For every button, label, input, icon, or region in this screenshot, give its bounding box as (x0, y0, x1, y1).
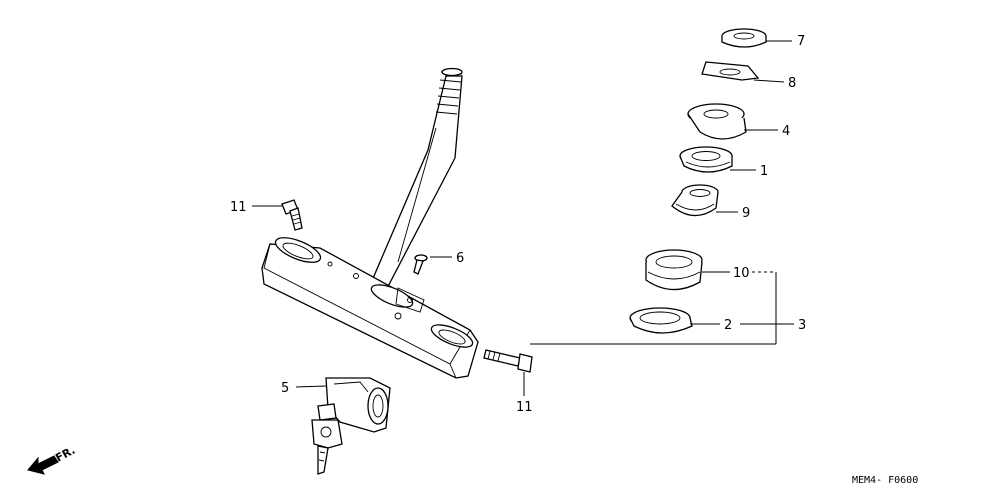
direction-arrow-icon (27, 455, 59, 475)
label-part-8: 8 (788, 76, 796, 91)
ignition-key (311, 419, 343, 475)
label-part-9: 9 (742, 206, 750, 221)
part-8-lock-washer (701, 61, 760, 81)
front-direction-indicator: FR. (27, 444, 77, 475)
label-part-7: 7 (797, 34, 805, 49)
direction-label: FR. (53, 444, 77, 465)
part-1-bearing (679, 146, 733, 173)
leader-lines (252, 40, 794, 396)
label-part-10: 10 (733, 266, 750, 281)
ignition-switch (317, 377, 391, 433)
diagram-code: MEM4- F0600 (852, 475, 918, 486)
part-9-bearing-race (671, 184, 719, 217)
screw-6 (413, 254, 428, 275)
part-7-stem-nut (721, 28, 767, 48)
bottom-bridge (261, 237, 479, 379)
bolt-11-upper (281, 199, 303, 231)
label-part-3: 3 (798, 318, 806, 333)
label-part-6: 6 (456, 251, 464, 266)
label-part-5: 5 (281, 381, 289, 396)
part-4-top-cone (687, 103, 747, 140)
label-part-11-lower: 11 (516, 400, 533, 415)
steering-stem-shaft (367, 67, 463, 297)
part-2-dust-seal (629, 307, 693, 334)
part-10-bearing (645, 249, 703, 291)
stem-threads (435, 67, 463, 115)
part-labels: 7 8 4 1 9 10 2 3 6 11 5 11 (230, 34, 806, 415)
label-part-1: 1 (760, 164, 768, 179)
label-part-2: 2 (724, 318, 732, 333)
label-part-4: 4 (782, 124, 790, 139)
label-part-11-upper: 11 (230, 200, 247, 215)
bolt-11-lower (483, 349, 533, 373)
